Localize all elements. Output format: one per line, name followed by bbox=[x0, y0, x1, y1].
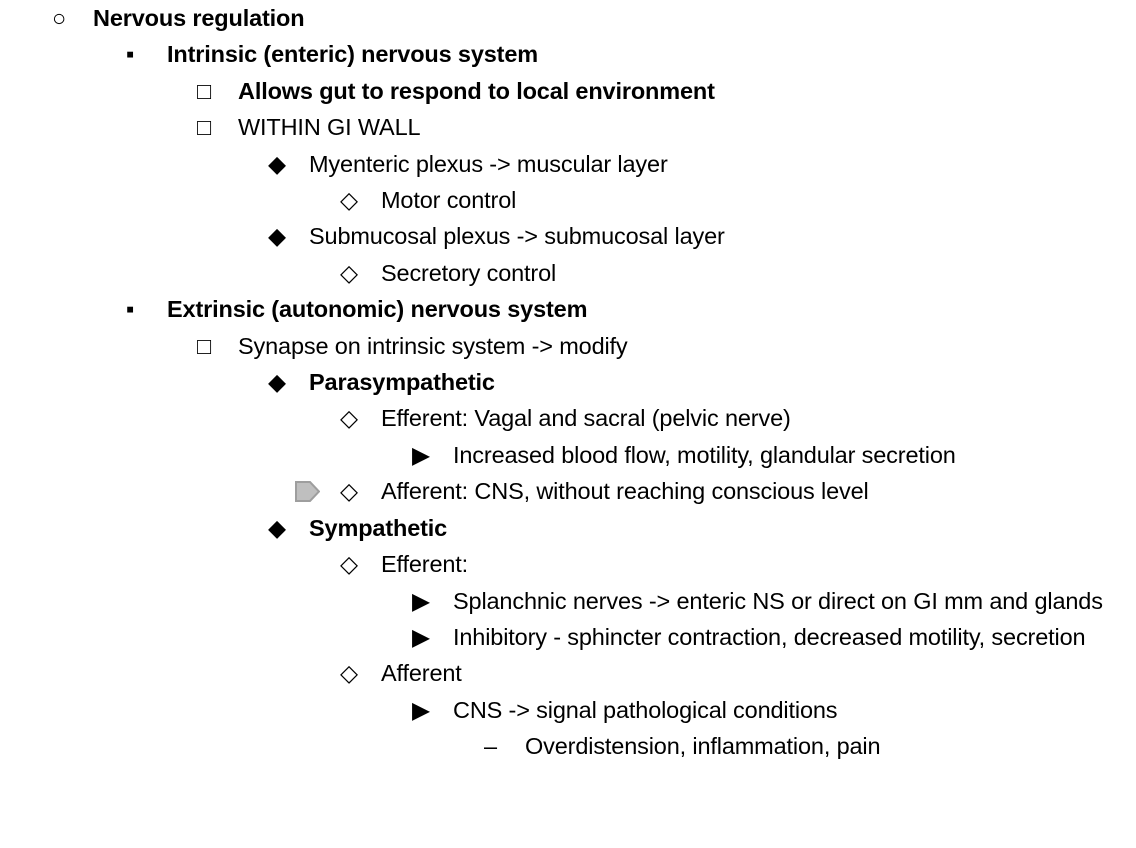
filled-diamond-bullet-icon: ◆ bbox=[268, 223, 286, 250]
hollow-diamond-bullet-icon: ◇ bbox=[340, 660, 358, 687]
outline-item-text: Synapse on intrinsic system -> modify bbox=[238, 332, 628, 359]
triangle-bullet-icon: ▶ bbox=[412, 623, 430, 650]
outline-item-text: Nervous regulation bbox=[93, 5, 305, 31]
outline-item-text: Allows gut to respond to local environme… bbox=[238, 77, 715, 104]
triangle-bullet-icon: ▶ bbox=[412, 441, 430, 468]
hollow-square-bullet-icon: □ bbox=[197, 114, 212, 141]
outline-item[interactable]: □ Allows gut to respond to local environm… bbox=[197, 73, 1136, 109]
outline-item-text: Increased blood flow, motility, glandula… bbox=[453, 441, 956, 468]
outline-item-text: Inhibitory - sphincter contraction, decr… bbox=[453, 623, 1086, 650]
outline-item[interactable]: ▶ Splanchnic nerves -> enteric NS or dire… bbox=[412, 583, 1136, 619]
filled-diamond-bullet-icon: ◆ bbox=[268, 150, 286, 177]
outline-item[interactable]: ◇ Secretory control bbox=[340, 255, 1136, 291]
filled-diamond-bullet-icon: ◆ bbox=[268, 514, 286, 541]
outline-item-text: Efferent: Vagal and sacral (pelvic nerve… bbox=[381, 405, 791, 432]
outline-list: ○ Nervous regulation ▪ Intrinsic (enteric) … bbox=[52, 0, 1136, 764]
outline-item-text: Afferent bbox=[381, 660, 462, 687]
hollow-square-bullet-icon: □ bbox=[197, 77, 212, 104]
dash-bullet-icon: – bbox=[484, 733, 497, 760]
outline-item[interactable]: – Overdistension, inflammation, pain bbox=[484, 728, 1136, 764]
outline-item[interactable]: □ WITHIN GI WALL bbox=[197, 109, 1136, 145]
outline-item[interactable]: □ Synapse on intrinsic system -> modify bbox=[197, 328, 1136, 364]
outline-item[interactable]: ▶ CNS -> signal pathological conditions bbox=[412, 692, 1136, 728]
outline-item[interactable]: ▶ Inhibitory - sphincter contraction, dec… bbox=[412, 619, 1136, 655]
collapse-expand-marker-icon[interactable] bbox=[295, 481, 320, 503]
outline-item-text: CNS -> signal pathological conditions bbox=[453, 696, 838, 723]
outline-item-text: Overdistension, inflammation, pain bbox=[525, 733, 881, 760]
outline-item-text: Efferent: bbox=[381, 551, 469, 578]
triangle-bullet-icon: ▶ bbox=[412, 587, 430, 614]
hollow-diamond-bullet-icon: ◇ bbox=[340, 551, 358, 578]
outline-item-text: Sympathetic bbox=[309, 514, 448, 541]
outline-item-text: Extrinsic (autonomic) nervous system bbox=[167, 296, 588, 323]
hollow-diamond-bullet-icon: ◇ bbox=[340, 478, 358, 505]
outline-item[interactable]: ◇ Afferent bbox=[340, 655, 1136, 691]
outline-item[interactable]: ◇ Efferent: bbox=[340, 546, 1136, 582]
outline-item[interactable]: ▶ Increased blood flow, motility, glandul… bbox=[412, 437, 1136, 473]
outline-item[interactable]: ◆ Submucosal plexus -> submucosal layer bbox=[268, 218, 1136, 254]
outline-item-text: Myenteric plexus -> muscular layer bbox=[309, 150, 668, 177]
outline-item-text: Intrinsic (enteric) nervous system bbox=[167, 41, 539, 68]
outline-item-text: Afferent: CNS, without reaching consciou… bbox=[381, 478, 869, 505]
hollow-diamond-bullet-icon: ◇ bbox=[340, 405, 358, 432]
hollow-square-bullet-icon: □ bbox=[197, 332, 212, 359]
filled-square-bullet-icon: ▪ bbox=[126, 41, 135, 68]
outline-item[interactable]: ◇ Motor control bbox=[340, 182, 1136, 218]
hollow-diamond-bullet-icon: ◇ bbox=[340, 259, 358, 286]
outline-item[interactable]: ◆ Parasympathetic bbox=[268, 364, 1136, 400]
outline-item[interactable]: ◇ Efferent: Vagal and sacral (pelvic nerv… bbox=[340, 400, 1136, 436]
triangle-bullet-icon: ▶ bbox=[412, 696, 430, 723]
filled-square-bullet-icon: ▪ bbox=[126, 296, 135, 323]
outline-item[interactable]: ◆ Sympathetic bbox=[268, 510, 1136, 546]
outline-item-text: WITHIN GI WALL bbox=[238, 114, 421, 141]
filled-diamond-bullet-icon: ◆ bbox=[268, 369, 286, 396]
outline-item-text: Secretory control bbox=[381, 259, 557, 286]
outline-item[interactable]: ◇ Afferent: CNS, without reaching conscio… bbox=[295, 473, 1136, 509]
outline-item-text: Parasympathetic bbox=[309, 369, 495, 396]
outline-item[interactable]: ○ Nervous regulation bbox=[52, 0, 1136, 36]
circle-bullet-icon: ○ bbox=[52, 5, 67, 31]
hollow-diamond-bullet-icon: ◇ bbox=[340, 187, 358, 214]
outline-item[interactable]: ▪ Intrinsic (enteric) nervous system bbox=[126, 36, 1136, 72]
outline-item[interactable]: ◆ Myenteric plexus -> muscular layer bbox=[268, 146, 1136, 182]
outline-item[interactable]: ▪ Extrinsic (autonomic) nervous system bbox=[126, 291, 1136, 327]
outline-item-text: Submucosal plexus -> submucosal layer bbox=[309, 223, 725, 250]
outline-item-text: Splanchnic nerves -> enteric NS or direc… bbox=[453, 587, 1103, 614]
outline-item-text: Motor control bbox=[381, 187, 517, 214]
